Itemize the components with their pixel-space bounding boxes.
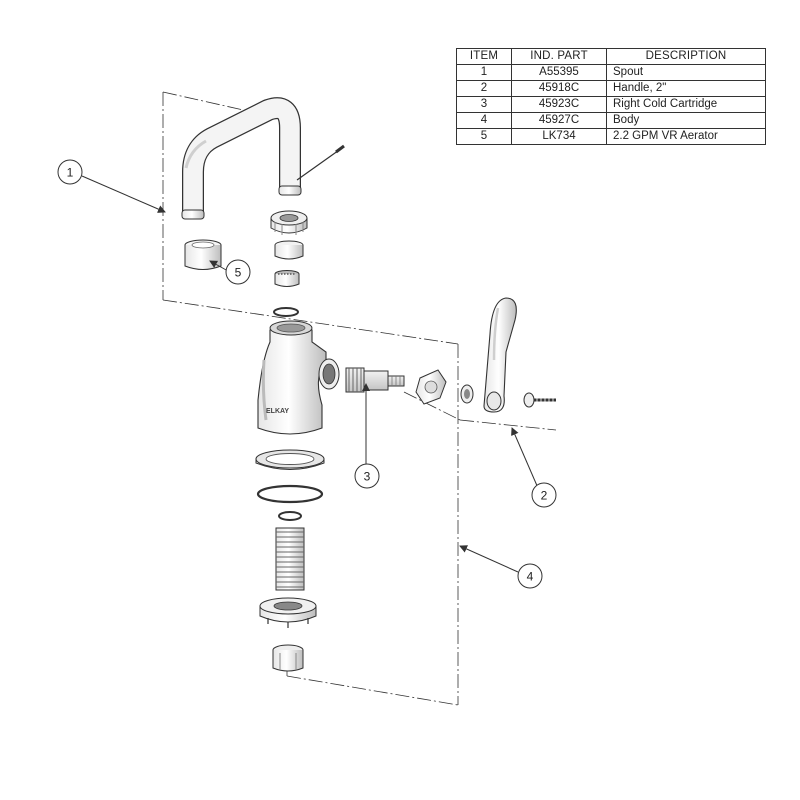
o-ring — [273, 307, 299, 317]
row-description: Body — [606, 112, 766, 129]
callout-2-label: 2 — [541, 489, 548, 503]
brand-label: ELKAY — [266, 408, 289, 415]
callout-5-label: 5 — [235, 266, 242, 280]
cartridge — [345, 367, 405, 393]
callout-5: 5 — [225, 259, 251, 285]
coupling-nut-lower — [272, 644, 304, 672]
spout-insert — [274, 270, 300, 287]
table-row: 5 LK734 2.2 GPM VR Aerator — [456, 128, 766, 145]
callout-4: 4 — [517, 563, 543, 589]
spout-sleeve — [274, 240, 304, 260]
faucet-body: ELKAY — [257, 320, 340, 435]
table-row: 2 45918C Handle, 2" — [456, 80, 766, 97]
callout-3-label: 3 — [364, 470, 371, 484]
mounting-o-ring — [256, 484, 324, 504]
handle-screw — [523, 392, 556, 408]
callout-3: 3 — [354, 463, 380, 489]
callout-2: 2 — [531, 482, 557, 508]
handle-adapter — [460, 384, 474, 404]
callout-1-label: 1 — [67, 166, 74, 180]
wrist-blade-handle — [483, 297, 517, 413]
spout — [181, 97, 345, 220]
table-row: 3 45923C Right Cold Cartridge — [456, 96, 766, 113]
assembly-guide-lines — [162, 91, 557, 706]
row-description: Handle, 2" — [606, 80, 766, 97]
parts-table: ITEM IND. PART DESCRIPTION 1 A55395 Spou… — [456, 48, 766, 145]
coupling-nut — [270, 210, 308, 235]
row-description: 2.2 GPM VR Aerator — [606, 128, 766, 145]
mounting-nut — [259, 597, 317, 628]
aerator — [184, 239, 222, 270]
row-part: LK734 — [511, 128, 607, 145]
threaded-shank — [275, 527, 305, 591]
lock-washer — [278, 511, 302, 521]
mounting-gasket — [255, 449, 325, 470]
callout-4-label: 4 — [527, 570, 534, 584]
handle-flange — [415, 369, 447, 405]
callout-leaders — [81, 175, 539, 573]
callout-1: 1 — [57, 159, 83, 185]
